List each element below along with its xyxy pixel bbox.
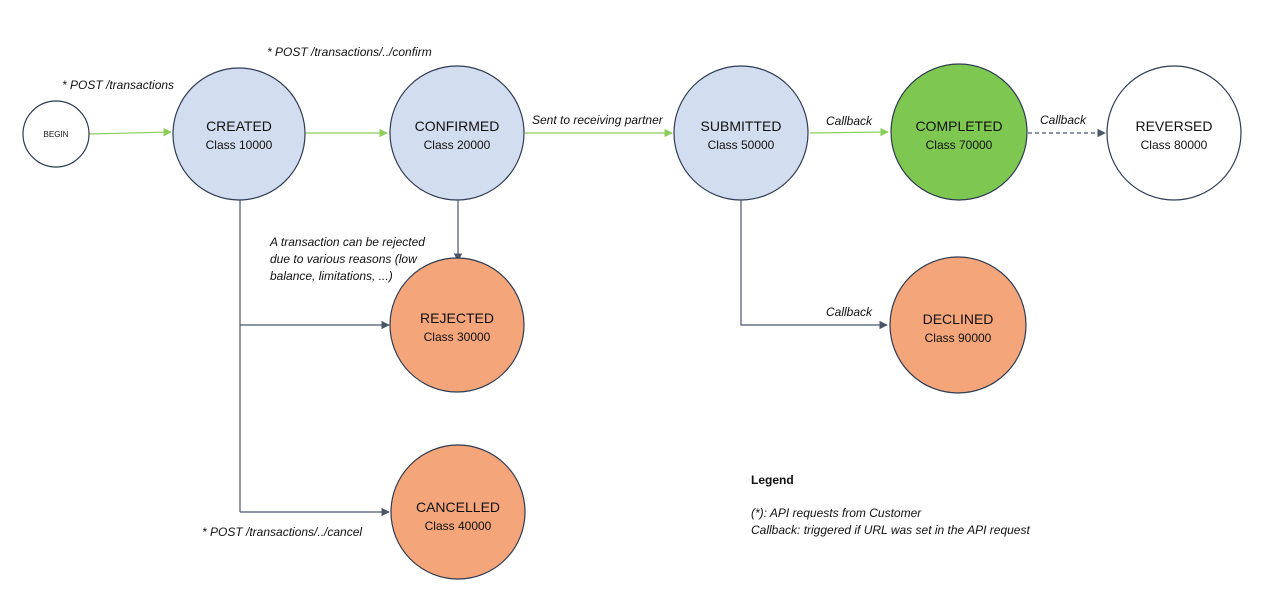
begin-node: BEGIN (22, 100, 90, 168)
state-declined-name: DECLINED (923, 311, 994, 327)
begin-circle (22, 100, 90, 168)
state-confirmed-name: CONFIRMED (415, 118, 500, 134)
state-created-name: CREATED (206, 118, 272, 134)
state-completed-code: Class 70000 (926, 138, 993, 152)
legend-line-api: (*): API requests from Customer (751, 506, 922, 520)
state-created-code: Class 10000 (206, 138, 273, 152)
state-declined-code: Class 90000 (925, 331, 992, 345)
state-created-circle (172, 67, 306, 201)
state-confirmed: CONFIRMED Class 20000 (389, 65, 525, 201)
legend-title: Legend (751, 473, 794, 487)
edges (88, 127, 1106, 517)
state-cancelled-code: Class 40000 (425, 519, 492, 533)
state-completed: COMPLETED Class 70000 (890, 63, 1028, 201)
state-cancelled-name: CANCELLED (416, 499, 500, 515)
state-reversed-code: Class 80000 (1141, 138, 1208, 152)
state-completed-circle (890, 63, 1028, 201)
state-confirmed-circle (389, 65, 525, 201)
label-post-cancel: * POST /transactions/../cancel (202, 525, 362, 539)
state-reversed-circle (1106, 65, 1242, 201)
label-callback-reversed: Callback (1040, 113, 1087, 127)
state-rejected-circle (389, 257, 525, 393)
begin-label: BEGIN (44, 130, 69, 139)
state-submitted-code: Class 50000 (708, 138, 775, 152)
state-submitted-name: SUBMITTED (701, 118, 782, 134)
state-rejected-name: REJECTED (420, 310, 494, 326)
state-submitted: SUBMITTED Class 50000 (673, 65, 809, 201)
state-confirmed-code: Class 20000 (424, 138, 491, 152)
state-reversed-name: REVERSED (1135, 118, 1212, 134)
label-post-confirm: * POST /transactions/../confirm (267, 45, 432, 59)
state-reversed: REVERSED Class 80000 (1106, 65, 1242, 201)
state-completed-name: COMPLETED (915, 118, 1002, 134)
state-declined-circle (889, 256, 1027, 394)
edge-submitted-to-completed (809, 127, 889, 137)
state-rejected: REJECTED Class 30000 (389, 257, 525, 393)
label-reject-note-line-3: balance, limitations, ...) (270, 269, 393, 283)
label-reject-note-line-2: due to various reasons (low (270, 252, 418, 266)
state-created: CREATED Class 10000 (172, 67, 306, 201)
state-rejected-code: Class 30000 (424, 330, 491, 344)
state-cancelled: CANCELLED Class 40000 (390, 444, 526, 580)
label-sent-to-partner: Sent to receiving partner (532, 113, 664, 127)
label-callback-completed: Callback (826, 114, 873, 128)
state-cancelled-circle (390, 444, 526, 580)
label-post-transactions: * POST /transactions (62, 78, 174, 92)
edge-labels: * POST /transactions * POST /transaction… (62, 45, 1087, 539)
label-callback-declined: Callback (826, 305, 873, 319)
legend: Legend (*): API requests from Customer C… (751, 473, 1030, 537)
label-reject-note-line-1: A transaction can be rejected (269, 235, 425, 249)
state-submitted-circle (673, 65, 809, 201)
state-declined: DECLINED Class 90000 (889, 256, 1027, 394)
legend-line-callback: Callback: triggered if URL was set in th… (751, 523, 1030, 537)
edge-begin-to-created (88, 127, 172, 137)
edge-submitted-to-declined (740, 200, 888, 330)
